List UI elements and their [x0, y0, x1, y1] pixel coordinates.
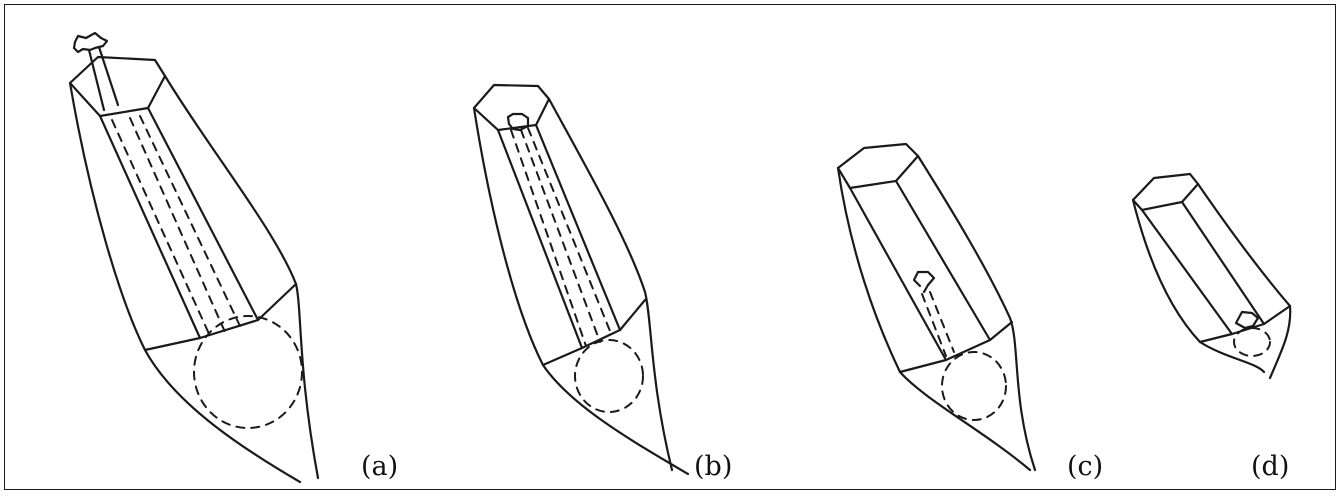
panel-b-bulb	[575, 340, 643, 412]
panel-c-knob	[914, 272, 934, 292]
panel-a-bulb	[194, 316, 302, 428]
panel-d-bulb	[1234, 328, 1270, 356]
panel-c-label: (c)	[1067, 453, 1103, 480]
panel-c-drawing	[838, 144, 1035, 470]
panel-b-top-face	[474, 85, 549, 130]
panel-b-label: (b)	[694, 453, 732, 480]
panel-d-label: (d)	[1251, 453, 1289, 480]
panel-b-drawing	[474, 85, 688, 474]
panel-d-drawing	[1133, 174, 1290, 378]
panel-c-bulb	[942, 352, 1006, 420]
panel-a-channel	[112, 120, 210, 336]
panel-a-label: (a)	[361, 453, 398, 480]
panel-d-top-face	[1133, 174, 1198, 210]
panel-d-knob	[1236, 312, 1258, 328]
panel-c-top-face	[838, 144, 918, 188]
panel-a-body-outline	[70, 83, 300, 482]
panel-a-drawing	[70, 33, 318, 482]
panel-a-top-face	[70, 57, 165, 116]
panel-a-post	[74, 33, 118, 110]
